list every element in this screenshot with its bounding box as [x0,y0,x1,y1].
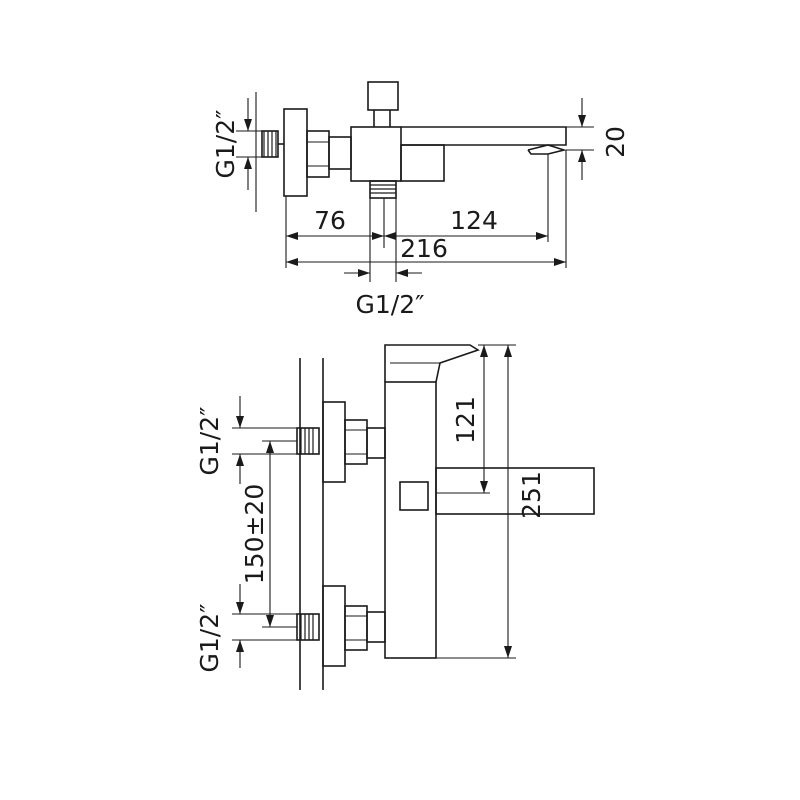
label-dim-76: 76 [314,206,346,235]
top-view: 76 124 216 G1/2″ 20 G1/2″ [211,81,630,319]
top-inlet-thread-lines [263,131,277,157]
lower-hex-nut [344,605,368,651]
top-hex-nut [306,130,330,178]
top-wall-flange [283,108,308,197]
side-spout [435,467,595,515]
label-dim-216: 216 [400,234,448,263]
label-dim-121: 121 [451,396,480,444]
top-spout-base [400,144,445,182]
label-dim-124: 124 [450,206,498,235]
top-handle-knob [367,81,399,111]
upper-hex-nut [344,419,368,465]
label-dim-251: 251 [517,471,546,519]
top-connector [328,136,352,170]
label-thread-lower: G1/2″ [195,604,224,673]
lower-connector [366,611,386,643]
top-spout [401,126,567,146]
label-thread-top-bottom: G1/2″ [356,290,425,319]
label-thread-top-side: G1/2″ [211,110,240,179]
upper-connector [366,427,386,459]
side-mixer-body [384,381,437,659]
top-spout-outlet [527,144,567,155]
label-dim-150: 150±20 [240,484,269,584]
lower-flange [322,585,346,667]
top-mixer-body [350,126,402,182]
label-dim-20: 20 [601,126,630,158]
side-view: 121 251 150±20 G1/2″ G1/2″ [195,344,595,690]
upper-flange [322,401,346,483]
label-thread-upper: G1/2″ [195,407,224,476]
side-lever [384,344,480,383]
side-diverter-square [399,481,429,511]
